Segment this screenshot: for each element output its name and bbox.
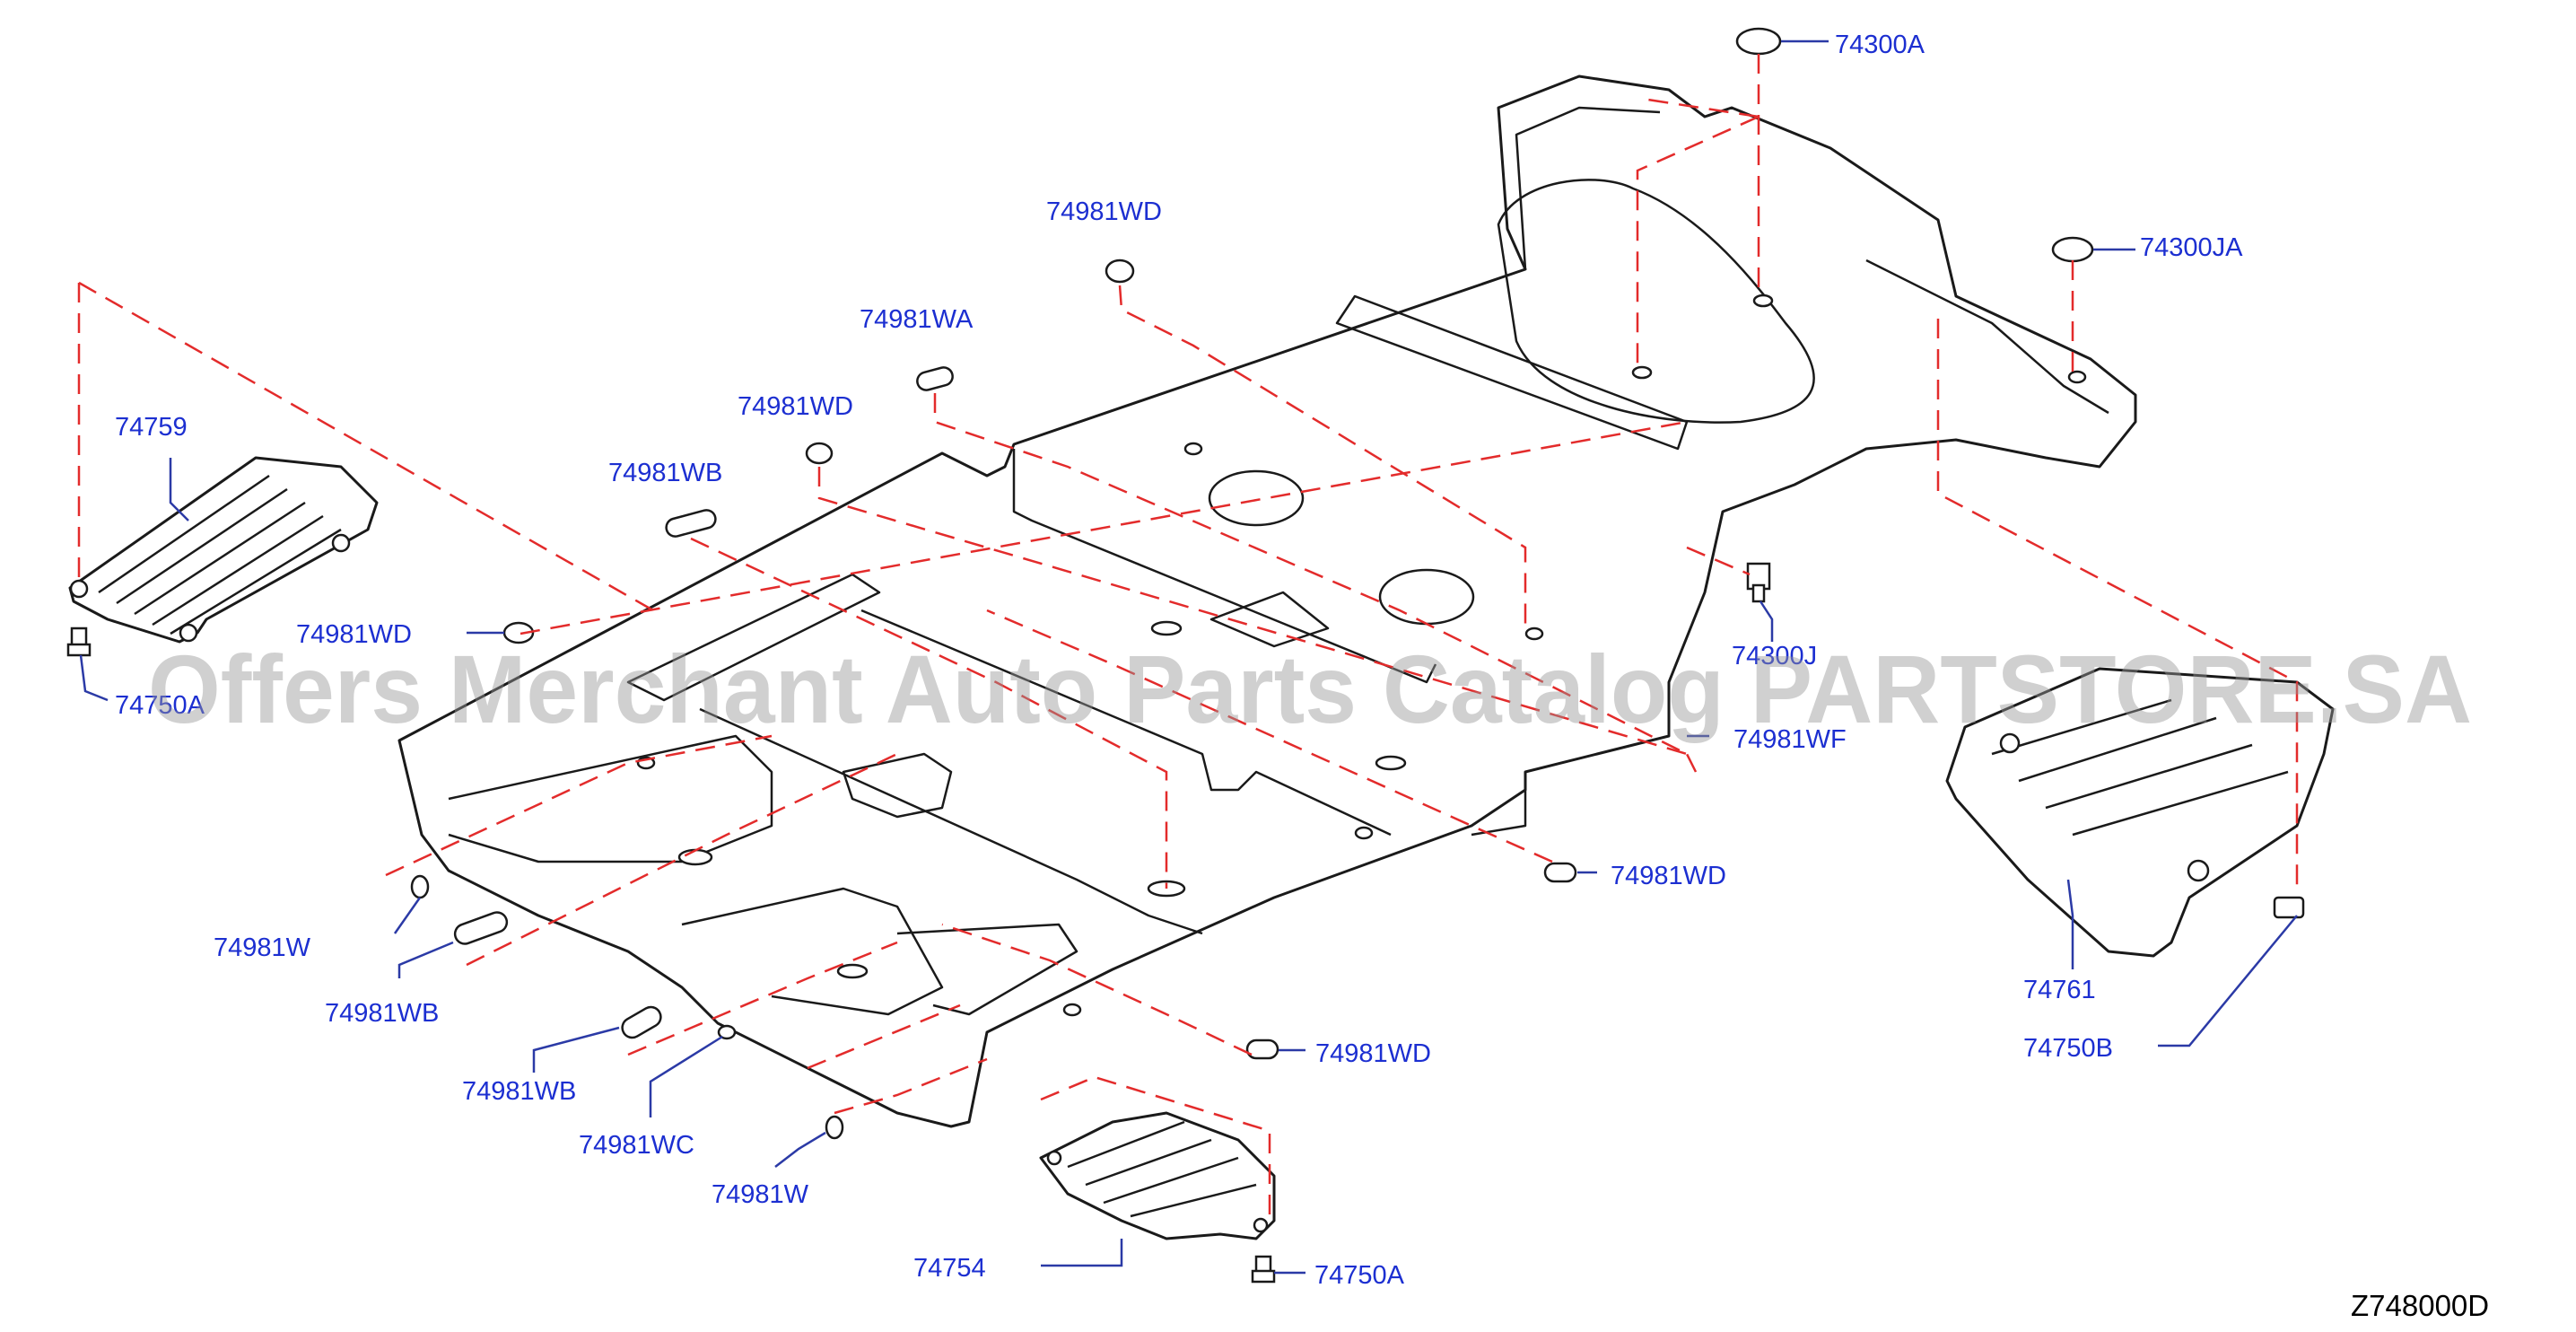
- label-74981WB: 74981WB: [325, 999, 439, 1028]
- bolt-74750A-left: [66, 627, 92, 657]
- seal-74981WC: [717, 1024, 737, 1040]
- plug-74300JA: [2051, 236, 2094, 263]
- plug-74300A: [1735, 27, 1782, 56]
- seal-74981WB-b: [453, 911, 509, 945]
- bolt-74750A-bottom: [1251, 1255, 1276, 1284]
- label-74981WD: 74981WD: [738, 392, 853, 421]
- label-74981WC: 74981WC: [579, 1131, 694, 1160]
- seal-74981W-b: [825, 1115, 844, 1140]
- label-74750A: 74750A: [1314, 1261, 1405, 1290]
- under-cover-74754: [1039, 1111, 1276, 1240]
- seal-74981WD-a: [1105, 259, 1135, 284]
- label-74300J: 74300J: [1732, 642, 1817, 670]
- nut-74750B: [2273, 896, 2305, 919]
- seal-74981W-a: [410, 874, 430, 899]
- assembly-lines: [77, 54, 2299, 1221]
- part-labels: 74300A 74300JA 74981WD 74981WA 74981WD 7…: [115, 31, 2243, 1290]
- under-cover-74759: [68, 456, 379, 644]
- floor-panel: [397, 74, 2137, 1128]
- label-74981W: 74981W: [712, 1180, 809, 1209]
- label-74981WD: 74981WD: [1315, 1039, 1431, 1068]
- label-74981WD: 74981WD: [296, 620, 412, 649]
- label-74300A: 74300A: [1835, 31, 1925, 59]
- label-74759: 74759: [115, 413, 188, 442]
- label-74981WD: 74981WD: [1611, 862, 1726, 890]
- diagram-code: Z748000D: [2351, 1289, 2489, 1322]
- seal-74981WD-e: [1245, 1038, 1279, 1060]
- seal-74981WA: [916, 366, 954, 391]
- clip-74300J: [1746, 562, 1771, 603]
- small-parts: [66, 27, 2305, 1284]
- label-74754: 74754: [913, 1254, 986, 1283]
- seal-74981WB-a: [665, 509, 717, 538]
- seal-74981WB-c: [621, 1005, 662, 1039]
- label-74750A: 74750A: [115, 691, 205, 720]
- leader-lines: [79, 39, 2298, 1275]
- seal-74981WD-d: [1543, 862, 1577, 883]
- label-74981WB: 74981WB: [462, 1077, 576, 1106]
- watermark-text: Offers Merchant Auto Parts Catalog PARTS…: [148, 635, 2472, 743]
- label-74981W: 74981W: [214, 933, 311, 962]
- seal-74981WD-b: [805, 442, 834, 465]
- label-74981WA: 74981WA: [860, 305, 974, 334]
- label-74981WD: 74981WD: [1046, 197, 1162, 226]
- label-74981WF: 74981WF: [1733, 725, 1847, 754]
- under-cover-74761: [1945, 667, 2335, 958]
- label-74300JA: 74300JA: [2140, 233, 2243, 262]
- label-74981WB: 74981WB: [608, 459, 722, 487]
- label-74750B: 74750B: [2023, 1034, 2113, 1063]
- label-74761: 74761: [2023, 976, 2096, 1004]
